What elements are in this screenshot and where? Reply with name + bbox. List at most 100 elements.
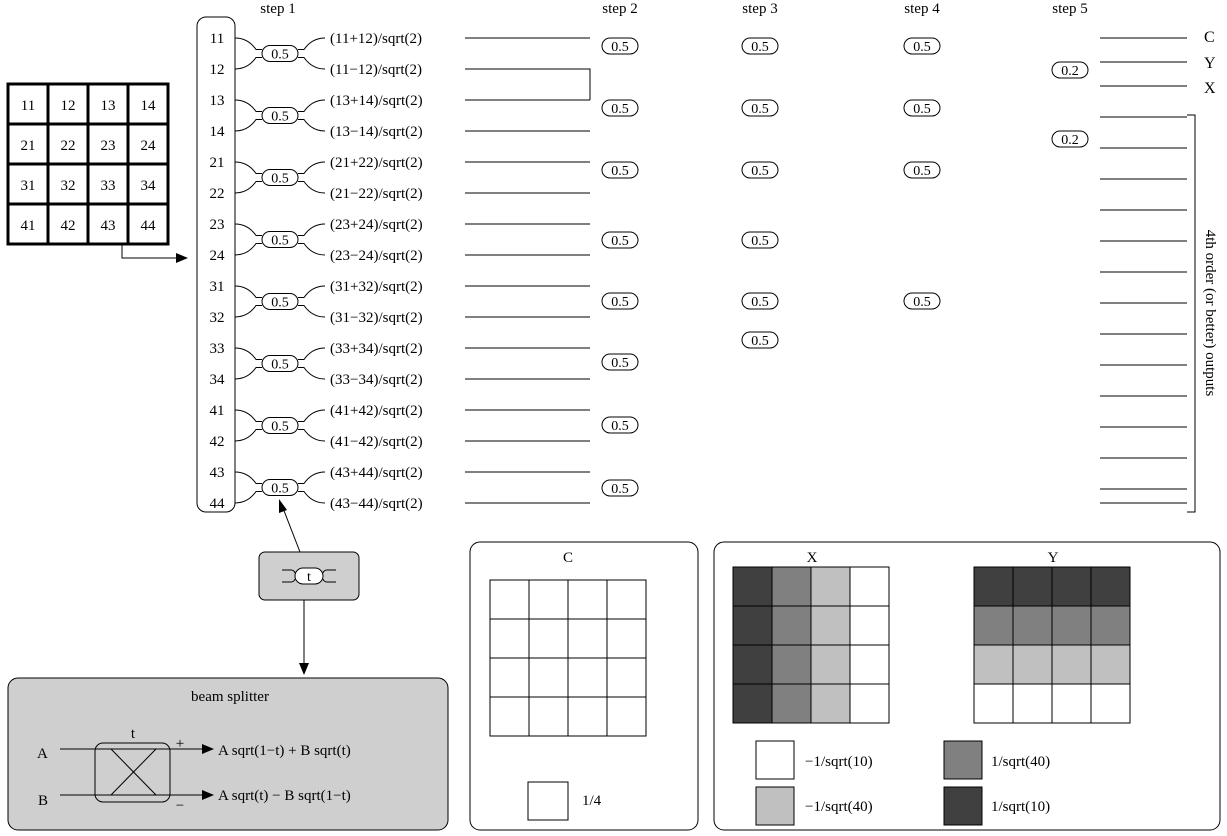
grid-cell: 33 (101, 178, 116, 194)
beam-splitter-node: 0.5 (741, 231, 779, 249)
grid-cell: 23 (101, 138, 116, 154)
legend-grid-cell (1051, 644, 1092, 685)
wire (234, 471, 262, 484)
legend-grid-cell (732, 605, 773, 646)
legend-grid-cell (489, 618, 530, 659)
input-label: 32 (210, 310, 225, 326)
splitter-value: 0.5 (611, 234, 629, 249)
t-box-link-arrow (280, 502, 301, 553)
wire (234, 57, 262, 70)
beam-splitter-node: 0.5 (261, 45, 299, 63)
input-label: 42 (210, 434, 225, 450)
wire (234, 223, 262, 236)
legend-grid-cell (528, 579, 569, 620)
wire (298, 161, 326, 174)
step-label-2: step 2 (602, 1, 637, 17)
legend-grid-cell (810, 644, 851, 685)
input-label: 22 (210, 186, 225, 202)
beam-splitter-node: 0.2 (1051, 61, 1089, 79)
beam-splitter-node: 0.5 (601, 292, 639, 310)
legend-grid-cell (1012, 683, 1053, 724)
splitter-value: 0.5 (611, 102, 629, 117)
legend-grid-cell (606, 579, 647, 620)
t-splitter-label: t (307, 570, 311, 585)
wire (298, 57, 326, 70)
legend-grid-cell (1012, 566, 1053, 607)
step1-output-label: (31+32)/sqrt(2) (330, 279, 423, 295)
wire (298, 491, 326, 504)
beam-splitter-title: beam splitter (191, 689, 269, 705)
beam-splitter-out-plus: A sqrt(1−t) + B sqrt(t) (218, 743, 351, 759)
wire (298, 99, 326, 112)
beam-splitter-node: 0.5 (601, 479, 639, 497)
wire (234, 347, 262, 360)
beam-splitter-node: 0.5 (261, 293, 299, 311)
splitter-value: 0.5 (271, 110, 289, 125)
wire (298, 223, 326, 236)
grid-cell: 11 (21, 98, 35, 114)
output-label-x: X (1204, 80, 1216, 97)
legend-grid-cell (567, 618, 608, 659)
grid-cell: 32 (61, 178, 76, 194)
step1-output-label: (41−42)/sqrt(2) (330, 434, 423, 450)
beam-splitter-panel: beam splitter t A B + − A sqrt(1−t) + B … (7, 677, 449, 831)
wire (234, 305, 262, 318)
legend-y-grid (973, 566, 1131, 724)
legend-grid-cell (732, 566, 773, 607)
step1-output-label: (23−24)/sqrt(2) (330, 248, 423, 264)
legend-grid-cell (732, 683, 773, 724)
wire (298, 347, 326, 360)
step1-output-label: (43−44)/sqrt(2) (330, 496, 423, 512)
bracket-label: 4th order (or better) outputs (1202, 230, 1218, 397)
input-label: 11 (210, 31, 224, 47)
grid-cell: 41 (21, 218, 36, 234)
input-label: 14 (210, 124, 226, 140)
wire (298, 119, 326, 132)
grid-cell: 34 (141, 178, 157, 194)
output-label-y: Y (1204, 55, 1216, 72)
beam-splitter-node: 0.5 (903, 99, 941, 117)
legend-swatch (755, 740, 795, 780)
legend-grid-cell (489, 657, 530, 698)
beam-splitter-node: 0.5 (261, 355, 299, 373)
splitter-value: 0.5 (271, 48, 289, 63)
beam-splitter-node: 0.5 (261, 169, 299, 187)
beam-splitter-input-a: A (37, 746, 48, 762)
step1-output-label: (11+12)/sqrt(2) (330, 31, 422, 47)
splitter-value: 0.2 (1061, 64, 1079, 79)
legend-grid-cell (810, 566, 851, 607)
step1-output-label: (23+24)/sqrt(2) (330, 217, 423, 233)
legend-grid-cell (567, 657, 608, 698)
legend-grid-cell (771, 605, 812, 646)
legend-grid-cell (1051, 683, 1092, 724)
beam-splitter-node: 0.5 (601, 416, 639, 434)
wire (298, 367, 326, 380)
arrowhead (279, 499, 287, 513)
beam-splitter-node: 0.5 (601, 37, 639, 55)
step1-output-label: (33−34)/sqrt(2) (330, 372, 423, 388)
legend-grid-cell (810, 605, 851, 646)
beam-splitter-node: 0.5 (601, 231, 639, 249)
legend-grid-cell (771, 566, 812, 607)
wire (298, 429, 326, 442)
splitter-value: 0.5 (271, 172, 289, 187)
input-label: 12 (210, 62, 225, 78)
legend-grid-cell (973, 566, 1014, 607)
beam-splitter-node: 0.5 (601, 353, 639, 371)
splitter-value: 0.5 (611, 482, 629, 497)
splitter-value: 0.5 (611, 356, 629, 371)
input-label: 33 (210, 341, 225, 357)
beam-splitter-node: 0.5 (261, 107, 299, 125)
splitter-value: 0.5 (271, 296, 289, 311)
legend-swatch (943, 740, 983, 780)
beam-splitter-node: 0.5 (261, 417, 299, 435)
grid-cell: 42 (61, 218, 76, 234)
legend-grid-cell (1090, 605, 1131, 646)
wire (234, 367, 262, 380)
beam-splitter-node: 0.2 (1051, 130, 1089, 148)
step1-output-label: (13−14)/sqrt(2) (330, 124, 423, 140)
legend-c-swatch-label: 1/4 (582, 793, 602, 809)
wire (234, 243, 262, 256)
legend-grid-cell (1051, 566, 1092, 607)
